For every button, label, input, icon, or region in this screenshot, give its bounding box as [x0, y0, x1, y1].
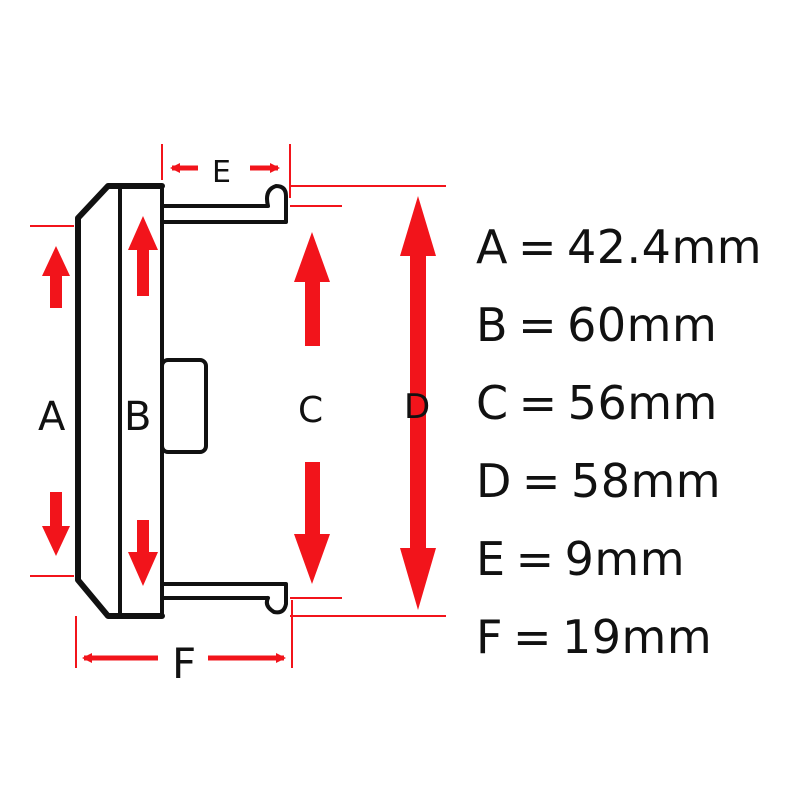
cap-outline — [75, 183, 288, 619]
spec-value: 56mm — [567, 376, 718, 430]
top-clip — [160, 184, 288, 224]
spec-sep: = — [521, 454, 561, 508]
arrow-c-down — [294, 462, 330, 584]
label-f: F — [172, 639, 196, 688]
label-d: D — [404, 387, 430, 427]
arrow-d — [400, 196, 436, 610]
center-tab — [160, 358, 208, 454]
arrow-c-up — [294, 232, 330, 346]
spec-row-c: C=56mm — [476, 364, 762, 442]
spec-sep: = — [512, 610, 553, 664]
spec-row-b: B=60mm — [476, 286, 762, 364]
spec-key: A — [476, 220, 508, 274]
spec-key: C — [476, 376, 509, 430]
spec-key: B — [476, 298, 509, 352]
arrow-b-down — [128, 520, 158, 586]
spec-value: 19mm — [562, 610, 713, 664]
spec-value: 60mm — [567, 298, 718, 352]
spec-row-f: F=19mm — [476, 598, 762, 676]
arrow-a-up — [42, 246, 70, 308]
arrow-a-down — [42, 492, 70, 556]
spec-value: 9mm — [564, 532, 686, 586]
label-b: B — [124, 394, 151, 440]
bottom-clip — [160, 582, 288, 615]
spec-row-a: A=42.4mm — [476, 208, 762, 286]
spec-sep: = — [518, 298, 558, 352]
cap-front-face — [75, 183, 165, 619]
spec-value: 42.4mm — [567, 220, 763, 274]
spec-sep: = — [515, 532, 555, 586]
spec-row-e: E=9mm — [476, 520, 762, 598]
label-e: E — [212, 155, 231, 190]
dimension-arrows — [42, 196, 436, 610]
spec-value: 58mm — [570, 454, 722, 508]
small-arrows — [82, 163, 286, 663]
spec-key: F — [476, 610, 503, 664]
spec-sep: = — [517, 220, 558, 274]
label-c: C — [298, 390, 323, 431]
label-a: A — [38, 394, 66, 440]
spec-key: E — [476, 532, 506, 586]
spec-sep: = — [518, 376, 558, 430]
spec-list: A=42.4mm B=60mm C=56mm D=58mm E=9mm F=19… — [476, 208, 762, 676]
arrow-b-up — [128, 216, 158, 296]
extension-lines — [30, 144, 446, 668]
spec-key: D — [476, 454, 512, 508]
spec-row-d: D=58mm — [476, 442, 762, 520]
